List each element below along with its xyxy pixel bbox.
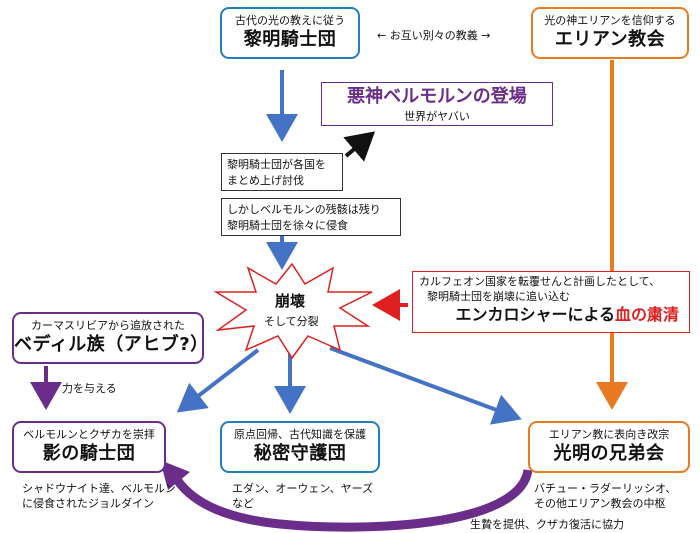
- bedil-tribe-title: ベディル族（アヒブ?）: [14, 334, 209, 355]
- note-subjugation: 黎明騎士団が各国を まとめ上げ討伐: [221, 153, 343, 191]
- secret-guardians-box: 原点回帰、古代知識を保護 秘密守護団: [220, 421, 380, 473]
- elian-church-title: エリアン教会: [554, 29, 666, 50]
- blood-purge-title-b: 血の粛清: [614, 305, 679, 324]
- secret-guardians-note1: エダン、オーウェン、ヤーズ: [232, 482, 374, 495]
- arrow-collapse-to-brotherhood: [329, 346, 522, 425]
- elian-church-box: 光の神エリアンを信仰する エリアン教会: [531, 7, 689, 59]
- collapse-title: 崩壊: [275, 292, 306, 310]
- curved-arrow-head: [160, 460, 190, 490]
- give-power-label: 力を与える: [62, 382, 117, 395]
- sacrifice-label: 生贄を提供、クザカ復活に協力: [470, 518, 624, 531]
- brotherhood-box: エリアン教に表向き改宗 光明の兄弟会: [528, 421, 690, 473]
- note-subjugation-line2: まとめ上げ討伐: [227, 174, 304, 187]
- brotherhood-sub: エリアン教に表向き改宗: [548, 428, 670, 441]
- blood-purge-box: カルフェオン国家を転覆せんと計画したとして、 黎明騎士団を崩壊に追い込む エンカ…: [412, 271, 690, 333]
- bedil-tribe-box: カーマスリビアから追放された ベディル族（アヒブ?）: [12, 312, 209, 364]
- dawn-knights-sub: 古代の光の教えに従う: [235, 14, 345, 27]
- arrow-collapse-to-shadow: [176, 348, 260, 413]
- shadow-knights-note1: シャドウナイト達、ベルモルン: [22, 482, 176, 495]
- secret-guardians-title: 秘密守護団: [253, 443, 347, 464]
- note-erosion-line2: 黎明騎士団を徐々に侵食: [227, 219, 348, 232]
- evil-god-title: 悪神ベルモルンの登場: [347, 86, 527, 107]
- evil-god-box: 悪神ベルモルンの登場 世界がヤバい: [321, 82, 553, 126]
- evil-god-sub: 世界がヤバい: [404, 110, 470, 123]
- note-erosion: しかしベルモルンの残骸は残り 黎明騎士団を徐々に侵食: [221, 198, 401, 236]
- blood-purge-line2: 黎明騎士団を崩壊に追い込む: [427, 290, 570, 303]
- note-subjugation-line1: 黎明騎士団が各国を: [227, 158, 326, 171]
- shadow-knights-sub: ベルモルンとクザカを崇拝: [23, 428, 155, 441]
- curved-arrow-brotherhood-to-shadow: [172, 468, 533, 532]
- blood-purge-title-a: エンカロシャーによる: [455, 305, 615, 324]
- brotherhood-title: 光明の兄弟会: [553, 443, 665, 464]
- shadow-knights-title: 影の騎士団: [42, 443, 136, 464]
- elian-church-sub: 光の神エリアンを信仰する: [544, 14, 676, 27]
- bedil-tribe-sub: カーマスリビアから追放された: [31, 319, 185, 332]
- arrow-notes-to-evil: [343, 131, 376, 162]
- brotherhood-note2: その他エリアン教会の中枢: [534, 497, 666, 510]
- secret-guardians-sub: 原点回帰、古代知識を保護: [234, 428, 366, 441]
- dawn-knights-title: 黎明騎士団: [243, 29, 337, 50]
- shadow-knights-note2: に侵食されたジョルダイン: [22, 497, 154, 510]
- relation-label: ← お互い別々の教義 →: [377, 29, 491, 42]
- secret-guardians-note2: など: [232, 497, 254, 510]
- note-erosion-line1: しかしベルモルンの残骸は残り: [227, 203, 381, 216]
- collapse-sub: そして分裂: [264, 315, 319, 328]
- blood-purge-line1: カルフェオン国家を転覆せんと計画したとして、: [419, 275, 661, 288]
- brotherhood-note1: バチュー・ラダーリッシオ、: [534, 482, 677, 495]
- shadow-knights-box: ベルモルンとクザカを崇拝 影の騎士団: [12, 421, 166, 473]
- dawn-knights-box: 古代の光の教えに従う 黎明騎士団: [220, 7, 360, 59]
